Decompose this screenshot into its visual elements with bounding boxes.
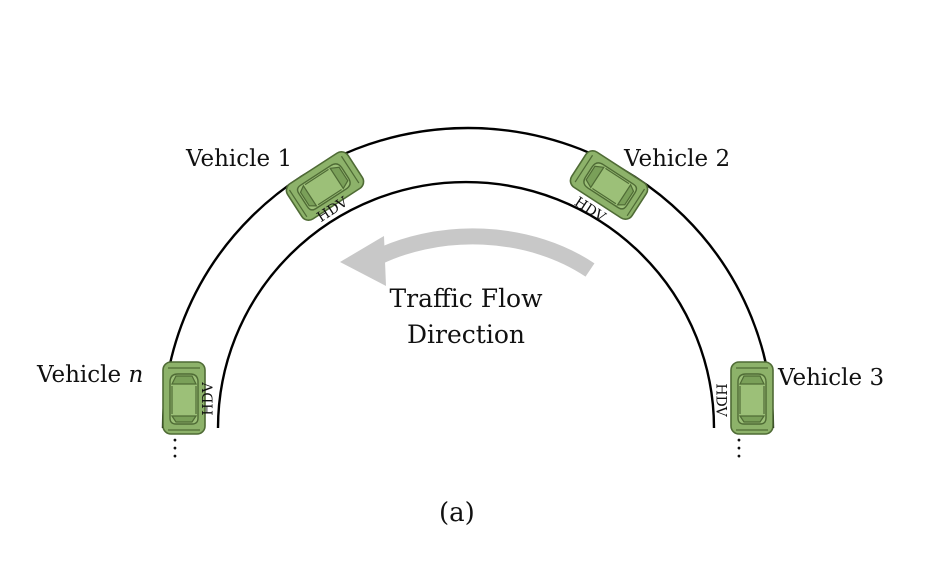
vehicle-1-label: Vehicle 1 <box>186 146 293 172</box>
vehicle-n-hdv-tag: HDV <box>200 382 217 416</box>
figure-caption: (a) <box>439 498 475 528</box>
vertical-ellipsis-icon: ··· <box>171 429 179 470</box>
vehicle-3-hdv-tag: HDV <box>712 383 729 417</box>
road-inner-edge <box>216 180 716 429</box>
vertical-ellipsis-icon: ··· <box>735 429 743 470</box>
flow-label-line-2: Direction <box>407 320 525 349</box>
vehicle-n-prefix: Vehicle <box>37 362 122 388</box>
curved-arrow-icon <box>340 228 595 286</box>
vehicle-2-label: Vehicle 2 <box>624 146 731 172</box>
car-top-view-icon <box>162 361 206 435</box>
vehicle-n-variable: n <box>128 362 144 388</box>
car-top-view-icon <box>730 361 774 435</box>
flow-label-line-1: Traffic Flow <box>389 284 543 313</box>
vehicle-n-label: Vehicle n <box>37 364 143 387</box>
vehicle-3-label: Vehicle 3 <box>778 365 885 391</box>
road-outer-edge <box>161 126 775 429</box>
